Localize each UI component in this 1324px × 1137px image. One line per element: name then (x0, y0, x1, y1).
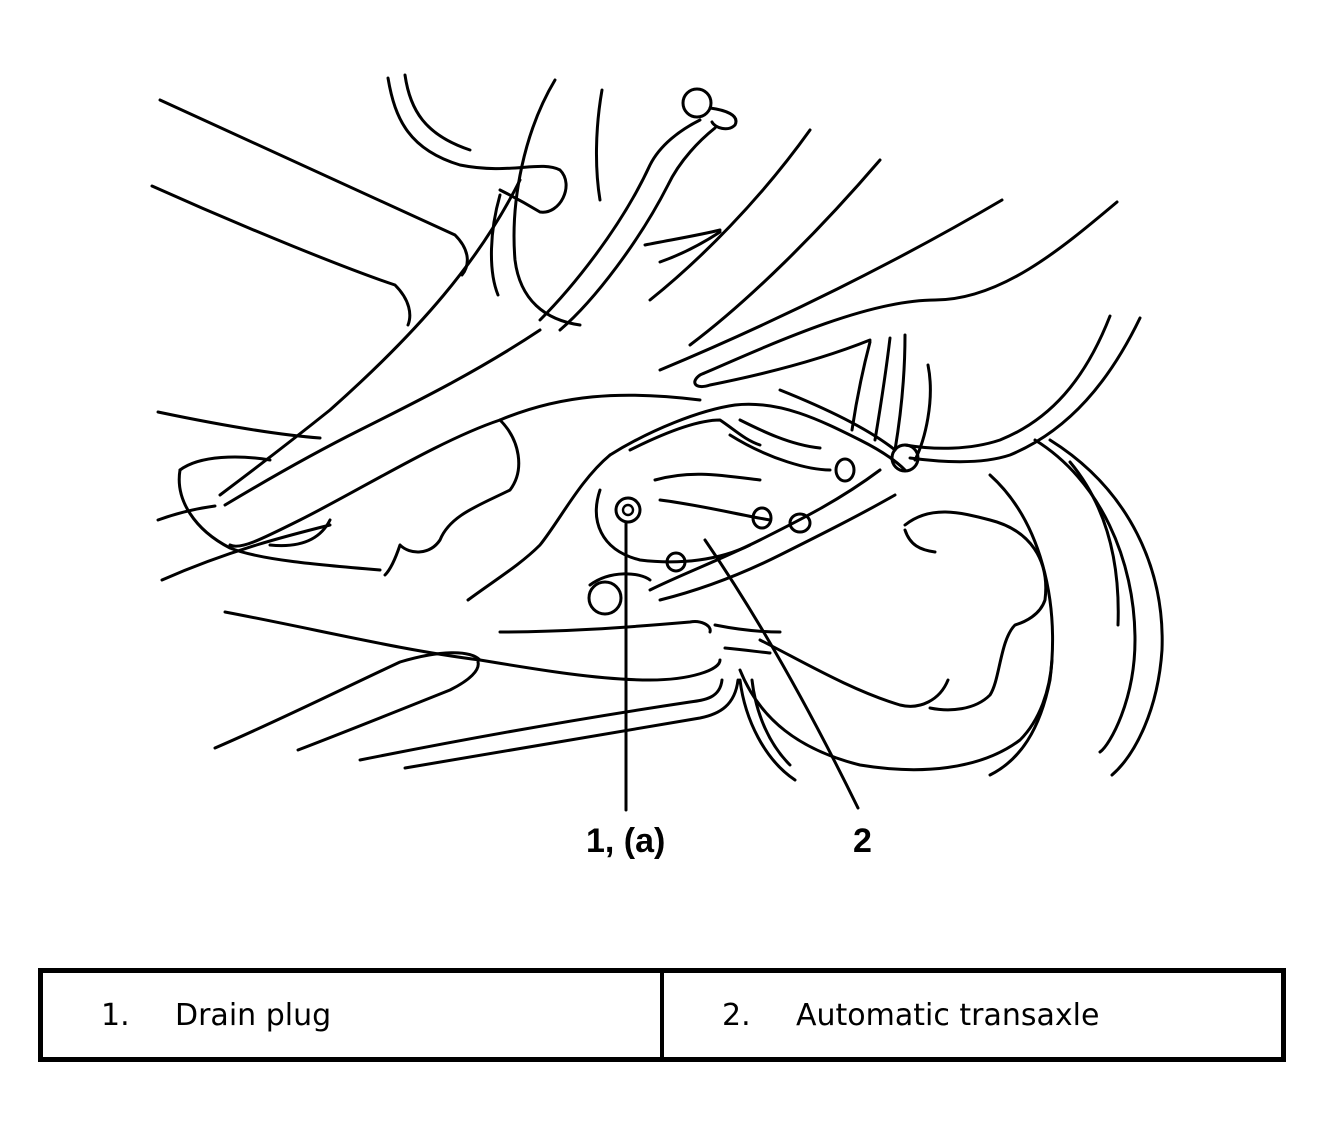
lower-arm-bottom-2 (296, 660, 480, 752)
bolt-3 (788, 512, 812, 534)
lower-bracket-2 (723, 646, 772, 655)
cross-member-bottom (228, 393, 702, 548)
axle-lower-curve-2 (750, 678, 792, 767)
wheel-arc-3 (1048, 438, 1164, 777)
lower-rod-2 (403, 678, 740, 770)
diag-line-1 (648, 128, 812, 302)
mount-bolt-lower-left (587, 580, 623, 616)
left-line-3 (160, 523, 332, 582)
frame-right-top (693, 200, 1119, 389)
bracket-top-2 (658, 230, 722, 264)
transaxle-inner-top (628, 418, 762, 452)
transaxle-inner-2 (658, 498, 772, 522)
wheel-arc-2 (1033, 438, 1137, 754)
legend-number: 1. (101, 997, 130, 1033)
lower-arm-top-2 (498, 620, 712, 634)
center-curve-2 (594, 88, 604, 202)
frame-line-upper-2 (150, 184, 412, 327)
drain-plug-bolt (614, 496, 642, 524)
transaxle-inner-4 (728, 433, 832, 472)
transaxle-inner-3 (738, 418, 822, 450)
legend-item-transaxle: 2. Automatic transaxle (660, 973, 1281, 1057)
bracket-lower-left-2 (383, 418, 521, 577)
mount-bolt-lower-left-flange (588, 572, 652, 587)
wheel-arc-1 (988, 473, 1054, 777)
transaxle-pan-edge (594, 488, 752, 564)
axle-lower-curve (738, 678, 797, 782)
cross-member-end (177, 468, 382, 572)
transaxle-outline-top (608, 402, 907, 472)
frame-line-upper-1 (158, 98, 469, 277)
dipstick-cap (681, 87, 713, 119)
axle-outline-inner (903, 528, 937, 554)
frame-right-lower (908, 316, 1142, 464)
transaxle-inner (653, 472, 762, 482)
diag-line-2 (688, 158, 882, 347)
diag-line-3 (658, 198, 1004, 372)
dipstick-tube (538, 118, 702, 322)
upper-right-vert-1 (850, 340, 872, 432)
lower-arm-top (223, 610, 722, 682)
bolt-4 (665, 551, 687, 573)
upper-right-vert-3 (893, 333, 907, 452)
legend-table: 1. Drain plug 2. Automatic transaxle (38, 968, 1286, 1062)
axle-outline-bottom (758, 638, 950, 708)
left-line-1 (156, 410, 322, 440)
axle-outline-top (903, 510, 1048, 712)
bracket-top (643, 228, 722, 247)
upper-hose (386, 76, 568, 214)
lower-bracket (713, 623, 782, 634)
axle-outline-bottom-2 (738, 658, 1054, 772)
dipstick-tube-2 (558, 126, 717, 332)
legend-label: Drain plug (175, 997, 332, 1033)
vehicle-underside-illustration: 1, (a) 2 (150, 73, 1164, 860)
upper-hose-inner (403, 73, 472, 152)
legend-label: Automatic transaxle (796, 997, 1100, 1033)
legend-item-drain-plug: 1. Drain plug (43, 973, 660, 1057)
drain-plug-bolt-inner (621, 503, 635, 517)
hose-drop (489, 193, 502, 297)
cross-member-top (218, 178, 522, 497)
cross-member-mid (223, 328, 542, 507)
upper-right-vert-2 (873, 336, 892, 442)
bolt-1 (834, 457, 856, 483)
lower-rod-1 (358, 678, 724, 762)
legend-number: 2. (722, 997, 751, 1033)
upper-right-link (778, 388, 897, 452)
cross-member-end-2 (178, 455, 272, 472)
dipstick-cap-handle (708, 106, 738, 131)
transaxle-outline-left (466, 453, 612, 602)
transaxle-pan-lip (648, 468, 882, 592)
left-line-2 (156, 504, 217, 522)
leader-line-transaxle (703, 538, 860, 810)
bolt-2 (751, 506, 773, 530)
callout-transaxle: 2 (853, 822, 872, 860)
mount-bolt-upper-right (890, 443, 920, 473)
lower-arm-bottom (213, 651, 482, 750)
wheel-arc-4 (1068, 460, 1120, 627)
transaxle-pan-lip-2 (658, 493, 897, 602)
upper-right-vert-4 (913, 363, 932, 462)
callout-drain-plug: 1, (a) (586, 822, 665, 860)
frame-right-lower-2 (903, 314, 1112, 450)
